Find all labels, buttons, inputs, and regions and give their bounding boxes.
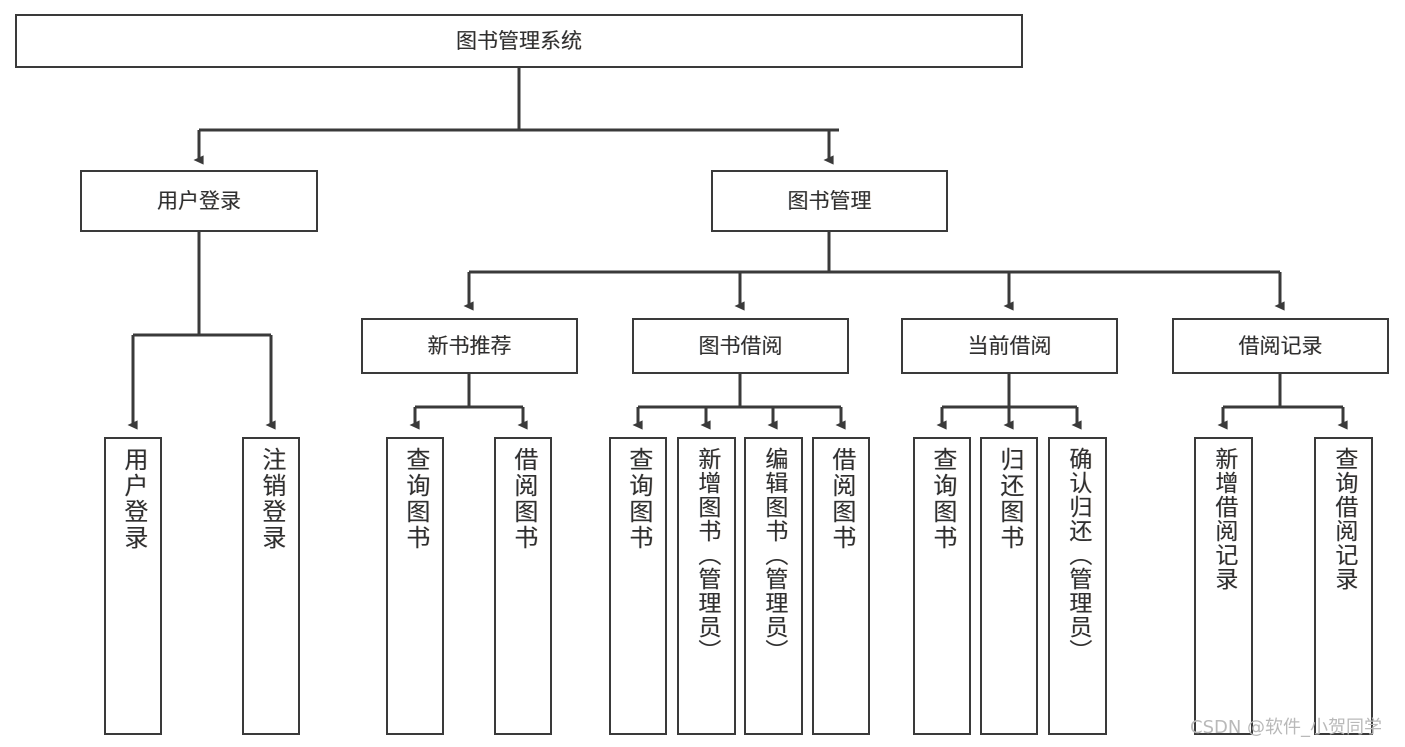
node-root-label: 图书管理系统 [456,28,582,53]
node-borrow-record[interactable]: 借阅记录 [1172,318,1389,374]
leaf-recommend-query-book-label: 查询图书 [401,447,430,551]
leaf-current-return-book[interactable]: 归还图书 [980,437,1038,735]
node-book-management-label: 图书管理 [787,188,872,213]
leaf-recommend-borrow-book-label: 借阅图书 [509,447,538,551]
node-user-login[interactable]: 用户登录 [80,170,318,232]
node-user-login-label: 用户登录 [157,188,241,213]
leaf-record-add-record-label: 新增借阅记录 [1210,447,1237,591]
leaf-borrow-add-book[interactable]: 新增图书（管理员） [677,437,736,735]
leaf-recommend-borrow-book[interactable]: 借阅图书 [494,437,552,735]
leaf-current-query-book-label: 查询图书 [928,447,957,551]
leaf-user-login-label: 用户登录 [119,447,148,551]
node-book-borrow[interactable]: 图书借阅 [632,318,849,374]
node-new-book-recommend-label: 新书推荐 [427,333,512,358]
leaf-borrow-borrow-book-label: 借阅图书 [827,447,856,551]
leaf-record-query-record-label: 查询借阅记录 [1330,447,1357,591]
leaf-current-confirm-return[interactable]: 确认归还（管理员） [1048,437,1107,735]
leaf-borrow-borrow-book[interactable]: 借阅图书 [812,437,870,735]
node-book-management[interactable]: 图书管理 [711,170,948,232]
leaf-current-confirm-return-label: 确认归还（管理员） [1064,447,1091,663]
node-borrow-record-label: 借阅记录 [1238,333,1323,358]
node-current-borrow-label: 当前借阅 [967,333,1052,358]
node-new-book-recommend[interactable]: 新书推荐 [361,318,578,374]
leaf-borrow-add-book-label: 新增图书（管理员） [693,447,720,663]
leaf-borrow-query-book-label: 查询图书 [624,447,653,551]
leaf-record-add-record[interactable]: 新增借阅记录 [1194,437,1253,735]
leaf-user-logout-label: 注销登录 [257,447,286,551]
leaf-current-return-book-label: 归还图书 [995,447,1024,551]
leaf-recommend-query-book[interactable]: 查询图书 [386,437,444,735]
leaf-borrow-query-book[interactable]: 查询图书 [609,437,667,735]
node-root[interactable]: 图书管理系统 [15,14,1023,68]
leaf-current-query-book[interactable]: 查询图书 [913,437,971,735]
leaf-user-logout[interactable]: 注销登录 [242,437,300,735]
node-book-borrow-label: 图书借阅 [698,333,783,358]
leaf-borrow-edit-book-label: 编辑图书（管理员） [760,447,787,663]
leaf-borrow-edit-book[interactable]: 编辑图书（管理员） [744,437,803,735]
leaf-user-login[interactable]: 用户登录 [104,437,162,735]
watermark: CSDN @软件_小贺同学 [1190,717,1383,738]
leaf-record-query-record[interactable]: 查询借阅记录 [1314,437,1373,735]
node-current-borrow[interactable]: 当前借阅 [901,318,1118,374]
